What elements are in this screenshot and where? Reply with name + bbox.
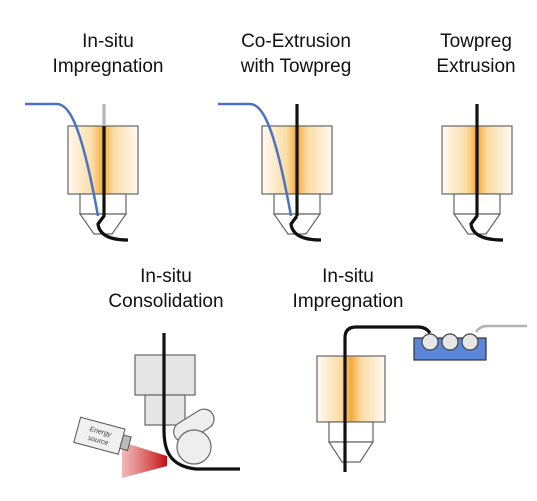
panel-co-extrusion: Co-Extrusion with Towpreg — [218, 31, 352, 242]
energy-source-lens — [119, 434, 132, 452]
bath-roller-2 — [441, 333, 459, 351]
consolidated-filament — [162, 333, 240, 471]
energy-source-device: Energy source — [73, 416, 132, 455]
panel-3-title-line2: Extrusion — [436, 56, 515, 77]
panel-1-title-line2: Impregnation — [53, 56, 164, 77]
towpreg-filament — [469, 104, 504, 242]
panel-1-title-line1: In-situ — [82, 31, 134, 52]
dry-fiber-strand — [25, 102, 100, 217]
panel-2-title-line2: with Towpreg — [240, 56, 352, 77]
heater-block — [316, 355, 386, 423]
panel-3-title-line1: Towpreg — [440, 31, 512, 52]
nozzle-tip — [78, 213, 128, 235]
panel-5-title-line1: In-situ — [322, 266, 374, 287]
panel-insitu-impregnation-1: In-situ Impregnation — [25, 31, 164, 242]
panel-towpreg-extrusion: Towpreg Extrusion — [436, 31, 516, 242]
panel-4-title-line1: In-situ — [140, 266, 192, 287]
compaction-roller — [176, 429, 212, 465]
panel-2-title-line1: Co-Extrusion — [241, 31, 351, 52]
panel-4-title-line2: Consolidation — [108, 291, 223, 312]
impregnated-filament — [343, 325, 432, 472]
bath-roller-3 — [461, 333, 479, 351]
panel-insitu-impregnation-2: In-situ Impregnation — [293, 266, 527, 472]
nozzle-tip — [327, 441, 375, 463]
energy-source-box — [73, 416, 126, 455]
extruded-filament — [289, 215, 322, 242]
nozzle-body — [328, 421, 374, 443]
panel-insitu-consolidation: In-situ Consolidation Energy source — [73, 266, 240, 478]
extruded-filament — [96, 126, 129, 242]
towpreg-strand — [218, 102, 293, 217]
panel-5-title-line2: Impregnation — [293, 291, 404, 312]
laser-beam — [122, 442, 167, 478]
nozzle-tip — [272, 213, 322, 235]
nozzle-tip — [452, 213, 502, 235]
bath-roller-1 — [421, 333, 439, 351]
dry-fiber-strand — [474, 324, 527, 333]
